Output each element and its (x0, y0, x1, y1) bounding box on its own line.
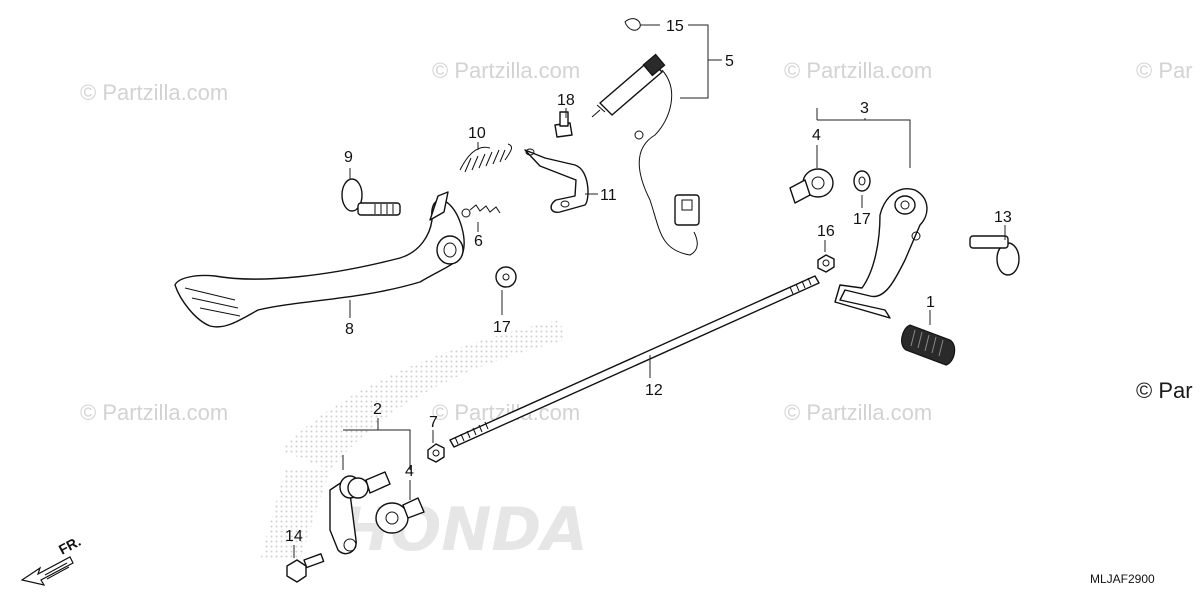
pivot-bolt[interactable] (969, 235, 1020, 276)
shift-rod[interactable] (449, 275, 820, 448)
pivot-bolt[interactable] (341, 178, 401, 216)
callout-7: 7 (429, 414, 438, 431)
watermark: © Partzilla.com (784, 400, 932, 425)
washer[interactable] (495, 266, 517, 288)
gearshift-pedal-arm[interactable] (834, 188, 928, 319)
callout-6: 6 (474, 233, 483, 250)
brake-pedal[interactable] (174, 191, 465, 328)
watermark: © Partzilla.com (80, 80, 228, 105)
nut[interactable] (427, 443, 445, 463)
callout-3: 3 (860, 100, 869, 117)
bolt[interactable] (554, 111, 573, 138)
callout-13: 13 (994, 209, 1012, 226)
callout-15: 15 (666, 18, 684, 35)
diagram-code: MLJAF2900 (1090, 572, 1155, 586)
stop-switch[interactable] (591, 53, 700, 256)
watermark: © Par (1136, 378, 1193, 403)
honda-wing-logo: HONDA (260, 320, 588, 565)
watermark: © Partzilla.com (432, 58, 580, 83)
leader-lines (293, 24, 1006, 558)
rod-end[interactable] (789, 168, 834, 204)
callout-4b: 4 (405, 463, 414, 480)
rod-end[interactable] (347, 471, 391, 499)
callout-12: 12 (645, 382, 663, 399)
callout-14: 14 (285, 528, 303, 545)
bolt[interactable] (286, 553, 325, 583)
pedal-rubber[interactable] (901, 324, 956, 366)
callout-2: 2 (373, 401, 382, 418)
bracket[interactable] (524, 148, 589, 213)
nut[interactable] (817, 254, 835, 273)
watermark: © Partzilla.com (80, 400, 228, 425)
callout-18: 18 (557, 92, 575, 109)
callout-10: 10 (468, 125, 486, 142)
callout-1: 1 (926, 294, 935, 311)
clip[interactable] (624, 18, 641, 31)
rod-end[interactable] (375, 497, 425, 534)
front-direction-arrow: FR. (20, 533, 83, 586)
callout-16: 16 (817, 223, 835, 240)
callout-5: 5 (725, 53, 734, 70)
callout-17a: 17 (493, 319, 511, 336)
callout-4a: 4 (812, 127, 821, 144)
callout-8: 8 (345, 321, 354, 338)
front-label: FR. (56, 533, 83, 558)
callout-17b: 17 (853, 211, 871, 228)
watermark: © Partzilla.com (784, 58, 932, 83)
return-spring[interactable] (459, 143, 513, 173)
honda-logo-text: HONDA (340, 495, 588, 565)
small-spring[interactable] (461, 204, 501, 218)
washer[interactable] (853, 170, 871, 192)
callout-9: 9 (344, 149, 353, 166)
watermark: © Par (1136, 58, 1193, 83)
callout-11: 11 (600, 187, 617, 204)
